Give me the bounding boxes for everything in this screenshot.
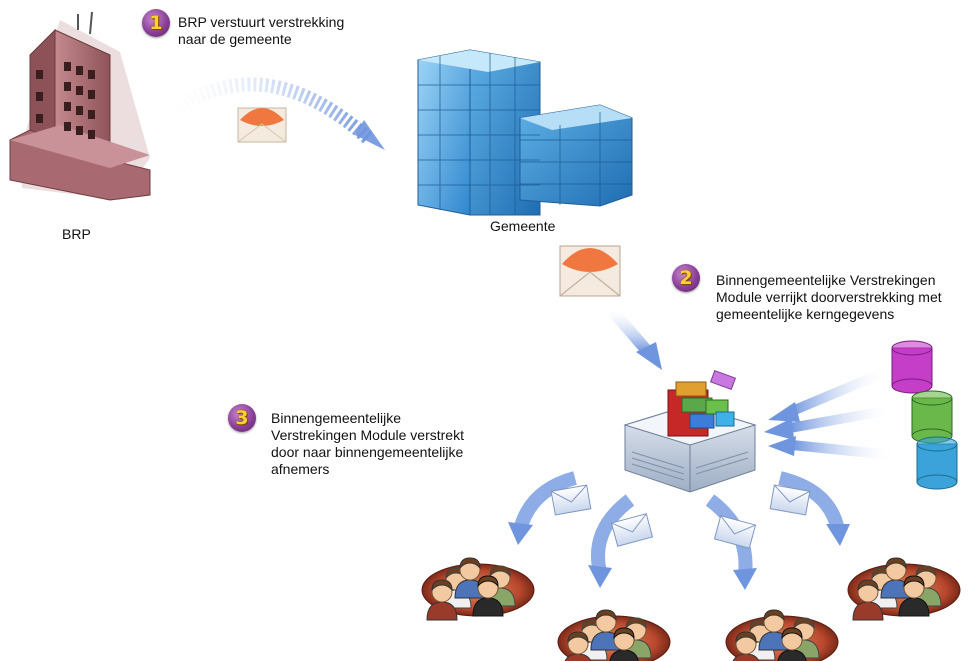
user-group-icon	[726, 610, 838, 661]
envelope-icon	[237, 107, 287, 143]
database-icon	[916, 436, 958, 490]
gemeente-building-icon	[417, 49, 633, 216]
user-group-icon	[558, 610, 670, 661]
user-group-icon	[848, 558, 960, 620]
step-3-text: Binnengemeentelijke Verstrekingen Module…	[271, 410, 464, 477]
gemeente-label: Gemeente	[490, 218, 556, 234]
database-icon	[911, 390, 953, 444]
server-icon	[623, 369, 757, 493]
step-3-number: 3	[235, 407, 249, 429]
step-2-text: Binnengemeentelijke Verstrekingen Module…	[716, 272, 942, 322]
brp-label: BRP	[62, 226, 91, 242]
brp-building-icon	[9, 11, 151, 201]
user-group-icon	[422, 558, 534, 620]
database-icon	[891, 340, 933, 394]
transfer-arrow-icon	[155, 77, 385, 150]
arrow-heads-icon	[508, 522, 850, 590]
envelope-icon	[559, 245, 621, 297]
step-1-badge: 1	[142, 9, 170, 37]
step-1-number: 1	[149, 12, 163, 34]
incoming-arrow-icon	[607, 306, 662, 370]
enrichment-arrows-icon	[764, 367, 893, 460]
step-2-number: 2	[679, 267, 693, 289]
step-1-text: BRP verstuurt verstrekking naar de gemee…	[178, 14, 345, 47]
step-3-badge: 3	[228, 404, 256, 432]
envelope-icon	[714, 515, 756, 549]
step-2-badge: 2	[672, 264, 700, 292]
